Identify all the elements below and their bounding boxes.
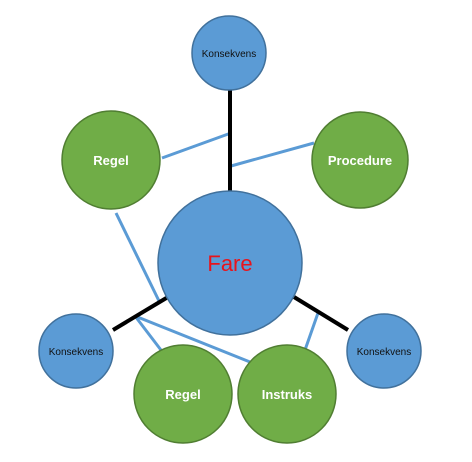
node-procedure: Procedure <box>311 111 409 209</box>
connector-fare-left <box>111 295 170 332</box>
konsekvens-right-label: Konsekvens <box>357 347 411 358</box>
connector-procedure <box>230 141 315 168</box>
fare-label: Fare <box>207 251 252 276</box>
connector-regel-top <box>161 131 232 160</box>
node-konsekvens-top: Konsekvens <box>191 15 267 91</box>
procedure-label: Procedure <box>328 153 392 168</box>
regel-top-label: Regel <box>93 153 128 168</box>
connector-instruks <box>134 314 251 364</box>
node-instruks: Instruks <box>237 344 337 444</box>
konsekvens-top-label: Konsekvens <box>202 49 256 60</box>
node-konsekvens-left: Konsekvens <box>38 313 114 389</box>
node-fare: Fare <box>157 190 303 336</box>
thin-connectors <box>114 131 320 364</box>
instruks-label: Instruks <box>262 387 313 402</box>
node-regel-bottom: Regel <box>133 344 233 444</box>
konsekvens-left-label: Konsekvens <box>49 347 103 358</box>
connector-regel-bottom <box>133 315 166 355</box>
regel-bottom-label: Regel <box>165 387 200 402</box>
connector-konsekvens-right <box>303 312 320 351</box>
node-konsekvens-right: Konsekvens <box>346 313 422 389</box>
connector-regel-top-down <box>114 212 162 304</box>
node-regel-top: Regel <box>61 110 161 210</box>
thick-connectors <box>111 84 350 332</box>
connector-fare-right <box>292 295 350 332</box>
